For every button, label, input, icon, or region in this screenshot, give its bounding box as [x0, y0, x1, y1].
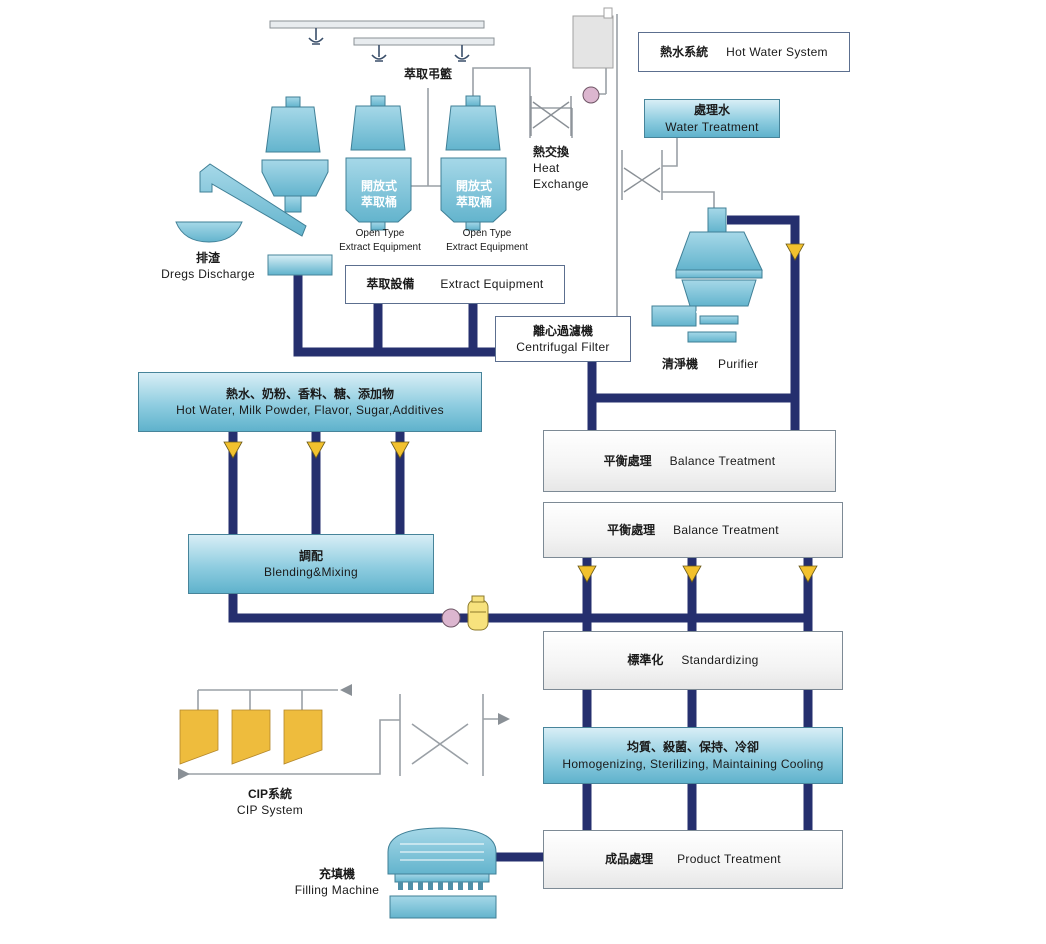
- valve-icon: [390, 441, 410, 459]
- heat-exchanger-icon: [623, 167, 661, 193]
- purifier-machine: [651, 207, 763, 343]
- arrow-right-icon: [498, 713, 510, 725]
- hook-icon: [308, 28, 324, 45]
- tank-left-caption: Open Type Extract Equipment: [339, 228, 421, 253]
- water-treatment-box: 處理水 Water Treatment: [644, 99, 780, 138]
- cip-tank: [231, 709, 271, 765]
- hook-icon: [454, 45, 470, 62]
- balance-treatment-box-2: 平衡處理 Balance Treatment: [543, 502, 843, 558]
- inline-filter-icon: [467, 595, 489, 631]
- dregs-collector: [267, 254, 333, 276]
- cip-lines: [182, 689, 504, 776]
- dregs-label: 排渣 Dregs Discharge: [161, 251, 255, 282]
- dregs-bowl: [175, 221, 243, 243]
- homogenizing-box: 均質、殺菌、保持、冷卻 Homogenizing, Sterilizing, M…: [543, 727, 843, 784]
- valve-icon: [682, 565, 702, 583]
- tank-right-label: 開放式 萃取桶: [455, 179, 492, 210]
- cip-tank: [283, 709, 323, 765]
- valve-icon: [577, 565, 597, 583]
- cip-tank: [179, 709, 219, 765]
- heat-exchange-label: 熱交換 Heat Exchange: [533, 145, 589, 192]
- hook-icon: [371, 45, 387, 62]
- tank-right: [440, 157, 507, 231]
- heat-exchanger-icon: [530, 96, 572, 136]
- overhead-rail: [269, 20, 495, 46]
- filling-nozzles: [398, 882, 483, 890]
- ingredients-box: 熱水、奶粉、香料、糖、添加物 Hot Water, Milk Powder, F…: [138, 372, 482, 432]
- pump-icon: [582, 86, 600, 104]
- cip-tanks: [179, 709, 323, 765]
- tank-left-label: 開放式 萃取桶: [360, 179, 397, 210]
- tank-vent: [603, 7, 613, 19]
- main-pipes: [228, 215, 813, 862]
- valve-icons: [223, 243, 818, 583]
- arrow-left-icon: [340, 684, 352, 696]
- cip-label: CIP系統 CIP System: [236, 787, 304, 818]
- pump-icon: [441, 608, 461, 628]
- valve-icon: [785, 243, 805, 261]
- product-treatment-box: 成品處理 Product Treatment: [543, 830, 843, 889]
- filling-machine: [387, 827, 497, 919]
- screw-conveyor: [199, 163, 307, 237]
- tank-right-basket: [445, 95, 501, 151]
- blending-box: 調配 Blending&Mixing: [188, 534, 434, 594]
- basket-label: 萃取弔籃: [403, 67, 452, 81]
- valve-icon: [798, 565, 818, 583]
- hopper: [261, 96, 329, 213]
- tank-left: [345, 157, 412, 231]
- hot-water-system-box: 熱水系統 Hot Water System: [638, 32, 850, 72]
- hot-water-tank: [572, 15, 614, 69]
- centrifugal-filter-box: 離心過濾機 Centrifugal Filter: [495, 316, 631, 362]
- valve-icon: [306, 441, 326, 459]
- filling-label: 充填機 Filling Machine: [294, 867, 380, 898]
- balance-treatment-box-1: 平衡處理 Balance Treatment: [543, 430, 836, 492]
- standardizing-box: 標準化 Standardizing: [543, 631, 843, 690]
- valve-icon: [223, 441, 243, 459]
- tank-left-basket: [350, 95, 406, 151]
- arrow-right-icon: [178, 768, 190, 780]
- tank-right-caption: Open Type Extract Equipment: [446, 228, 528, 253]
- extract-equipment-box: 萃取設備 Extract Equipment: [345, 265, 565, 304]
